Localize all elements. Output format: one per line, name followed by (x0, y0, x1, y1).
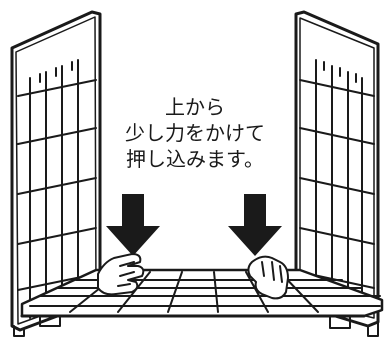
instruction-line-2: 少し力をかけて (125, 121, 265, 145)
right-side-panel (294, 10, 380, 337)
left-down-arrow-icon (106, 194, 160, 256)
instruction-line-1: 上から (165, 95, 225, 119)
left-side-panel (10, 10, 102, 337)
right-down-arrow-icon (228, 194, 282, 256)
left-hand-icon (97, 253, 145, 296)
instruction-line-3: 押し込みます。 (126, 147, 264, 171)
right-hand-icon (247, 255, 289, 300)
